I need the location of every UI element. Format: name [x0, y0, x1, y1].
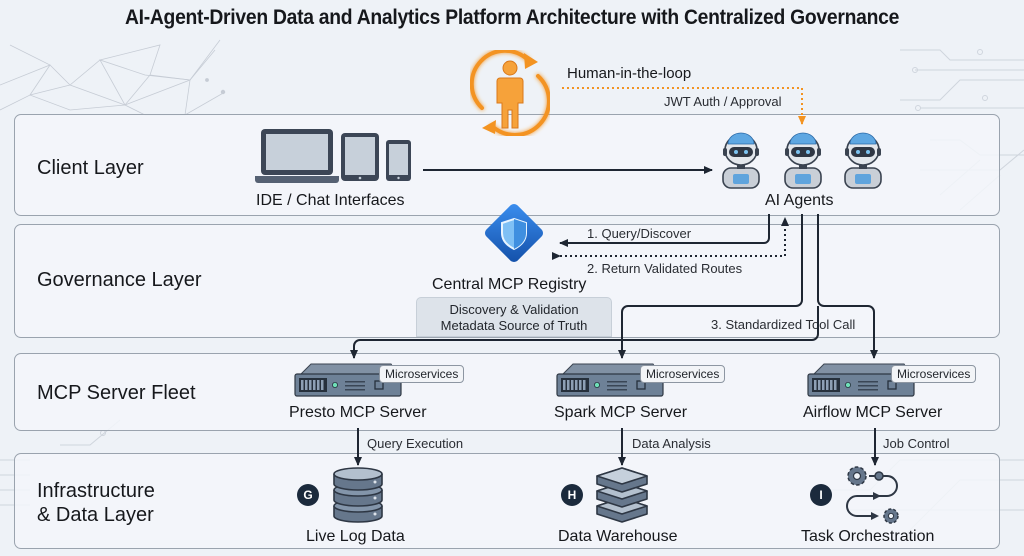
central-mcp-registry-label: Central MCP Registry — [432, 276, 587, 293]
airflow-mcp-server-label: Airflow MCP Server — [803, 404, 943, 421]
human-in-the-loop-label: Human-in-the-loop — [567, 65, 692, 82]
laptop-icon — [255, 129, 339, 183]
jwt-auth-label: JWT Auth / Approval — [664, 94, 782, 109]
stacked-layers-icon — [596, 467, 648, 523]
mcp-server-fleet-label: MCP Server Fleet — [37, 382, 196, 404]
data-warehouse-label: Data Warehouse — [558, 528, 678, 545]
robot-icon — [844, 132, 882, 189]
query-execution-label: Query Execution — [367, 436, 464, 451]
ai-agents-group — [722, 132, 882, 189]
presto-microservices-badge: Microservices — [379, 365, 465, 383]
gear-icon — [847, 466, 867, 486]
task-orchestration-label: Task Orchestration — [801, 528, 935, 545]
registry-description-box: Discovery & Validation Metadata Source o… — [416, 297, 612, 337]
presto-mcp-server-label: Presto MCP Server — [289, 404, 427, 421]
client-layer: Client Layer — [14, 114, 1000, 216]
data-analysis-label: Data Analysis — [632, 436, 711, 451]
person-cycle-icon — [470, 50, 550, 136]
governance-layer-label: Governance Layer — [37, 269, 202, 291]
robot-icon — [722, 132, 760, 189]
gear-icon — [883, 508, 899, 524]
badge-h: H — [561, 484, 583, 506]
tablet-icon — [341, 133, 379, 181]
database-icon — [333, 467, 383, 523]
spark-mcp-server-label: Spark MCP Server — [554, 404, 688, 421]
badge-i: I — [810, 484, 832, 506]
workflow-gears-icon — [846, 466, 899, 524]
flow-3-standardized-tool-call: 3. Standardized Tool Call — [711, 317, 856, 332]
registry-desc-line2: Metadata Source of Truth — [440, 318, 588, 333]
network-mesh-decoration — [0, 39, 226, 116]
registry-desc-line1: Discovery & Validation — [449, 302, 579, 317]
infrastructure-label-line2: & Data Layer — [37, 504, 154, 526]
badge-g: G — [297, 484, 319, 506]
devices-icon — [255, 129, 411, 183]
robot-icon — [784, 132, 822, 189]
live-log-data-label: Live Log Data — [306, 528, 405, 545]
flow-1-query-discover: 1. Query/Discover — [587, 226, 692, 241]
infrastructure-label-line1: Infrastructure — [37, 480, 155, 502]
ai-agents-label: AI Agents — [765, 192, 834, 209]
spark-microservices-badge: Microservices — [640, 365, 726, 383]
job-control-label: Job Control — [883, 436, 950, 451]
airflow-microservices-badge: Microservices — [891, 365, 977, 383]
phone-icon — [386, 140, 411, 181]
shield-diamond-icon — [484, 203, 544, 263]
ide-chat-interfaces-label: IDE / Chat Interfaces — [256, 192, 405, 209]
diagram-title: AI-Agent-Driven Data and Analytics Platf… — [124, 6, 900, 29]
flow-2-return-validated-routes: 2. Return Validated Routes — [587, 261, 743, 276]
infrastructure-data-layer: Infrastructure & Data Layer — [14, 453, 1000, 549]
client-layer-label: Client Layer — [37, 157, 144, 179]
